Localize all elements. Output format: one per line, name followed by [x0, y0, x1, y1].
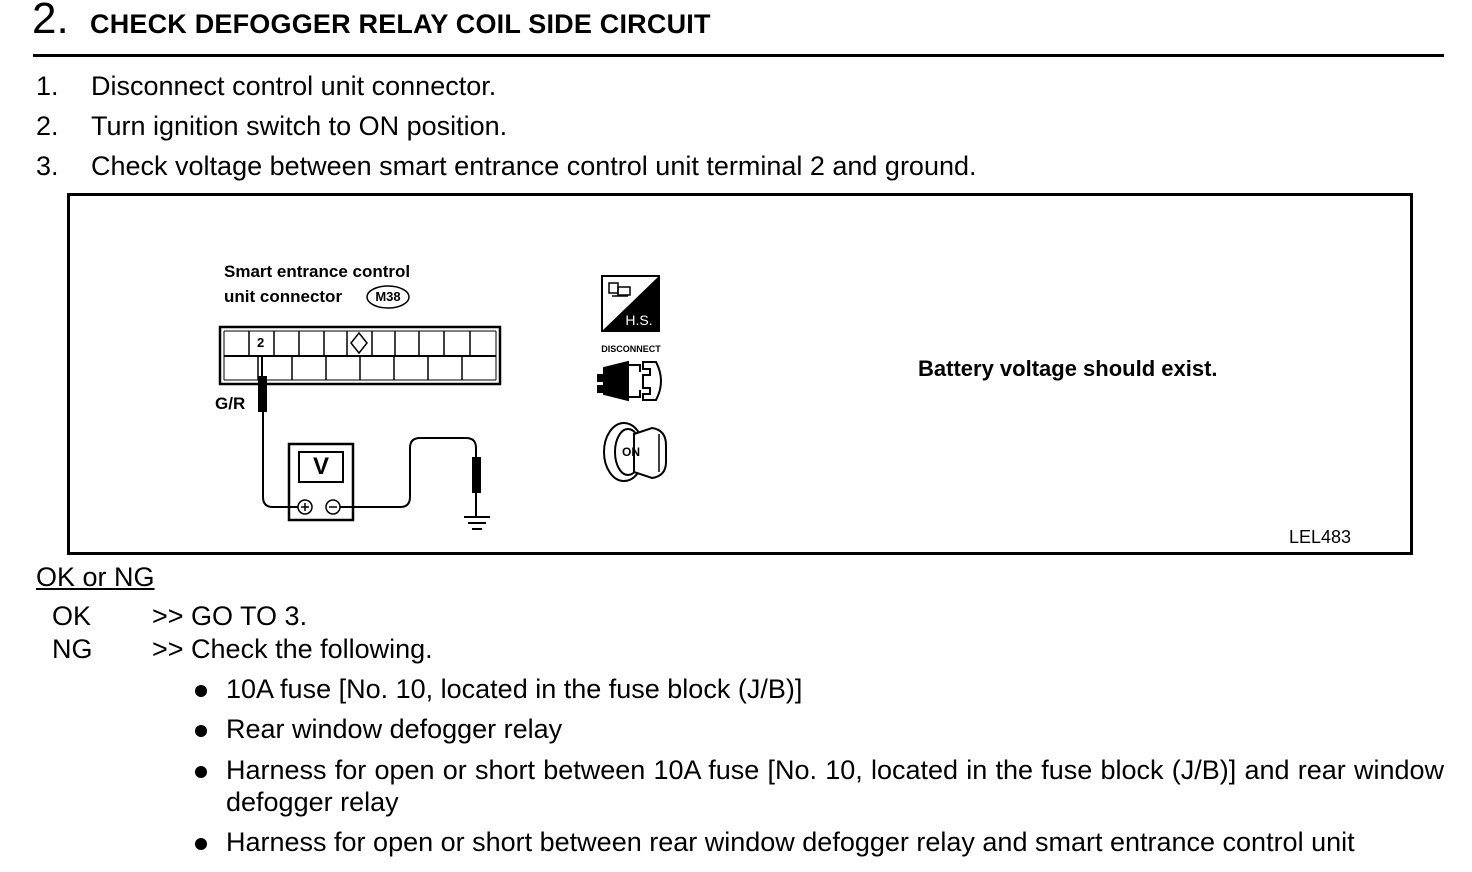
disconnect-icon	[597, 360, 662, 402]
check-text: Harness for open or short between rear w…	[226, 827, 1355, 857]
instruction-number: 3.	[36, 151, 59, 181]
title-divider	[33, 54, 1444, 57]
voltmeter	[287, 442, 355, 522]
check-text: Rear window defogger relay	[226, 714, 563, 744]
step-title: CHECK DEFOGGER RELAY COIL SIDE CIRCUIT	[90, 9, 711, 39]
instruction-item: 3. Check voltage between smart entrance c…	[36, 150, 1436, 182]
instruction-number: 1.	[36, 71, 59, 101]
ng-value: >> Check the following.	[152, 634, 433, 664]
result-heading: OK or NG	[36, 562, 155, 592]
ok-value: >> GO TO 3.	[152, 601, 308, 631]
check-item: Harness for open or short between rear w…	[195, 826, 1445, 858]
step-number: 2.	[32, 0, 69, 43]
disconnect-icon-label: DISCONNECT	[601, 344, 661, 354]
connector-label-line1: Smart entrance control	[224, 262, 411, 281]
terminal-number: 2	[257, 335, 265, 350]
instruction-item: 1. Disconnect control unit connector.	[36, 70, 1436, 102]
ok-key: OK	[52, 601, 92, 631]
ignition-icon-label: ON	[622, 445, 640, 459]
instruction-item: 2. Turn ignition switch to ON position.	[36, 110, 1436, 142]
instruction-text: Disconnect control unit connector.	[91, 71, 497, 101]
bullet-icon	[195, 725, 207, 737]
ground-probe	[464, 457, 490, 530]
wire-color-label: G/R	[215, 394, 246, 413]
ok-row: OK >> GO TO 3.	[0, 600, 1472, 632]
positive-probe	[258, 355, 267, 497]
check-item: Harness for open or short between 10A fu…	[195, 754, 1445, 818]
instruction-number: 2.	[36, 111, 59, 141]
hs-icon	[601, 275, 660, 332]
spec-text: Battery voltage should exist.	[918, 356, 1218, 381]
instruction-text: Check voltage between smart entrance con…	[91, 151, 977, 181]
connector-id-badge	[366, 285, 410, 309]
hs-icon-label: H.S.	[625, 312, 653, 328]
instruction-text: Turn ignition switch to ON position.	[91, 111, 508, 141]
connector-label-line2: unit connector	[224, 287, 343, 306]
bullet-icon	[195, 766, 207, 778]
connector-id: M38	[375, 289, 401, 304]
diagram-frame	[67, 193, 1413, 555]
ignition-key-icon	[603, 422, 667, 482]
check-text: Harness for open or short between 10A fu…	[226, 755, 1444, 817]
bullet-icon	[195, 838, 207, 850]
ng-row: NG >> Check the following.	[0, 633, 1472, 665]
ng-key: NG	[52, 634, 93, 664]
check-item: 10A fuse [No. 10, located in the fuse bl…	[195, 673, 1445, 705]
figure-code: LEL483	[1289, 527, 1352, 547]
check-text: 10A fuse [No. 10, located in the fuse bl…	[226, 674, 803, 704]
voltmeter-symbol: V	[312, 453, 329, 480]
bullet-icon	[195, 685, 207, 697]
check-item: Rear window defogger relay	[195, 713, 1445, 745]
